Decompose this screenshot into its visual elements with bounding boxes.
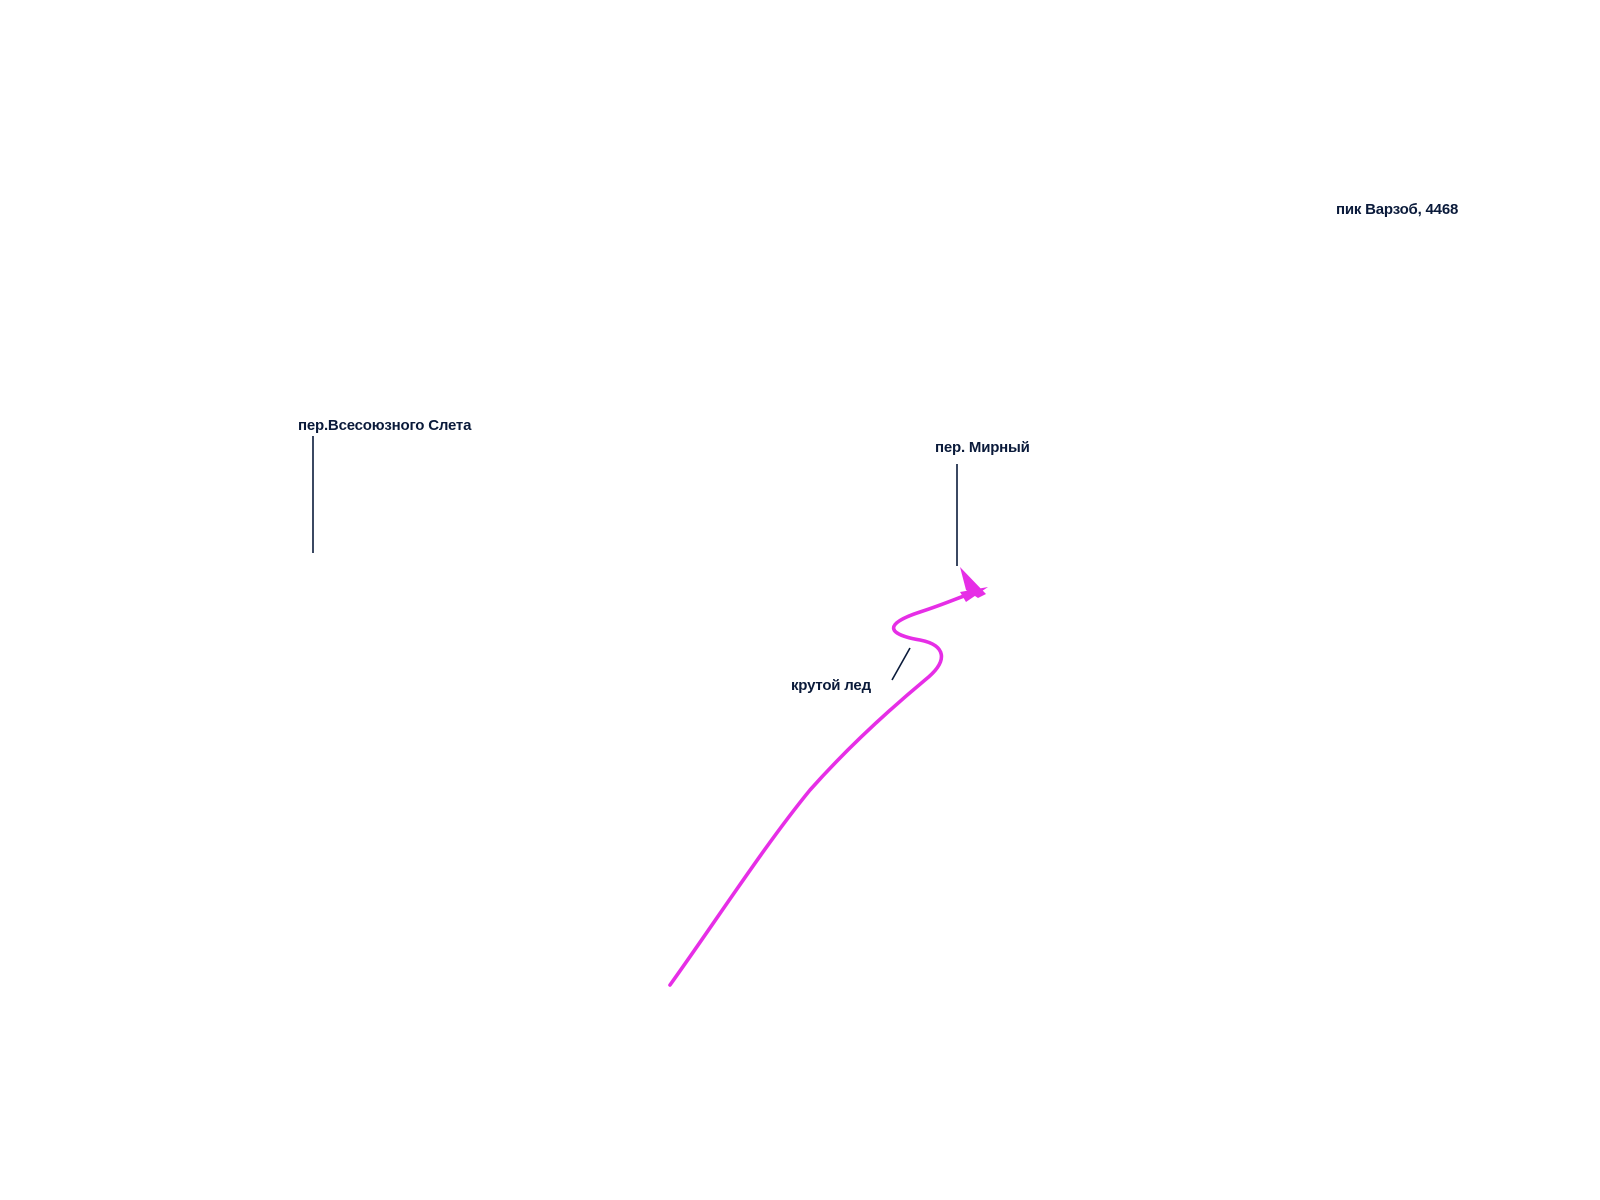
label-pass-mirny: пер. Мирный [935, 439, 1030, 456]
route-path [668, 590, 977, 987]
label-steep-ice: крутой лед [791, 677, 871, 694]
label-peak-varzob: пик Варзоб, 4468 [1336, 201, 1459, 218]
leader-line-steep-ice [891, 647, 911, 681]
label-pass-vsesoyuznogo-sleta: пер.Всесоюзного Слета [298, 417, 472, 434]
wedge-marker-icon [960, 567, 986, 598]
